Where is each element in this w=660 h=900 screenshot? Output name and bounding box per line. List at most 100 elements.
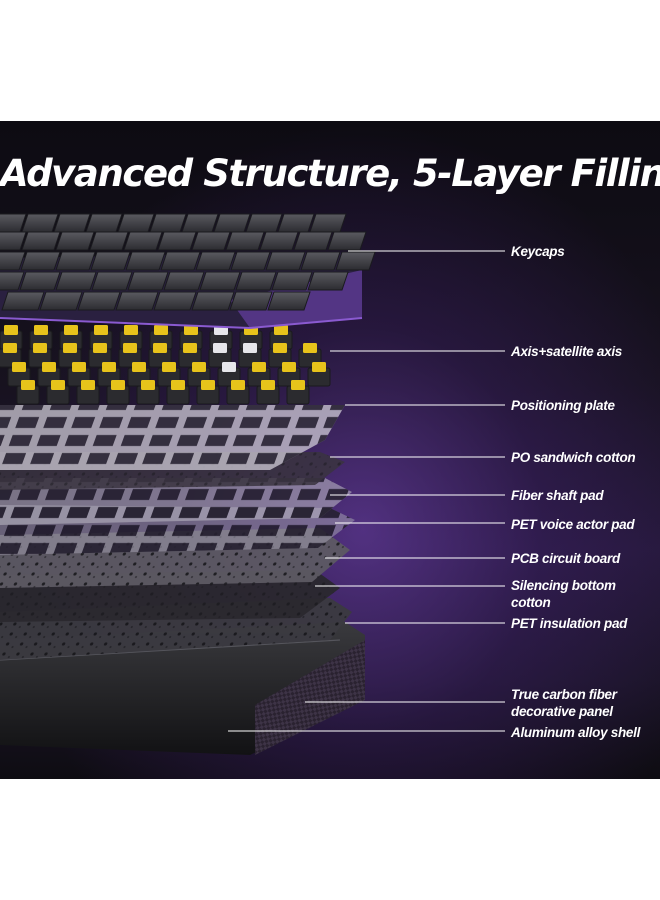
switch-layer	[0, 325, 331, 405]
keycap	[225, 231, 265, 251]
label-aluminum-shell: Aluminum alloy shell	[511, 725, 641, 740]
switch-stem	[72, 362, 86, 372]
switch-stem	[303, 343, 317, 353]
switch-stem	[93, 343, 107, 353]
keycap	[115, 291, 159, 311]
keycap	[127, 271, 169, 291]
switch-stem	[123, 343, 137, 353]
keycap	[309, 213, 347, 233]
keycap	[163, 271, 205, 291]
switch-stem	[132, 362, 146, 372]
switch-stem	[63, 343, 77, 353]
keycap	[181, 213, 219, 233]
keycap	[157, 231, 197, 251]
leader-lines	[228, 250, 505, 732]
keycap	[117, 213, 155, 233]
stabilizer	[213, 343, 227, 353]
keycap	[199, 271, 241, 291]
keycap-layer	[0, 213, 376, 330]
aluminum-shell-layer	[0, 622, 365, 755]
keycap	[0, 251, 26, 271]
switch-stem	[261, 380, 275, 390]
keycap	[19, 271, 61, 291]
keycap	[123, 231, 163, 251]
switch-stem	[184, 325, 198, 335]
keycap	[213, 213, 251, 233]
positioning-plate-layer	[0, 405, 345, 470]
keycap	[271, 271, 313, 291]
keycap	[153, 291, 197, 311]
keycap	[21, 213, 59, 233]
keycap	[267, 291, 311, 311]
carbon-fiber-panel-shape	[255, 640, 365, 755]
switch-stem	[102, 362, 116, 372]
keycap	[149, 213, 187, 233]
switch-stem	[192, 362, 206, 372]
keycap	[21, 231, 61, 251]
switch-stem	[252, 362, 266, 372]
page-title: Advanced Structure, 5-Layer Filling	[0, 152, 660, 195]
switch-stem	[51, 380, 65, 390]
keycap	[195, 251, 236, 271]
label-keycaps: Keycaps	[511, 244, 565, 259]
keycap	[235, 271, 277, 291]
switch-stem	[141, 380, 155, 390]
keycap	[277, 213, 315, 233]
switch-stem	[201, 380, 215, 390]
keycap	[85, 213, 123, 233]
label-po-sandwich-cotton: PO sandwich cotton	[511, 450, 636, 465]
keycap	[0, 213, 27, 233]
keycap	[90, 251, 131, 271]
switch-stem	[4, 325, 18, 335]
label-axis: Axis+satellite axis	[511, 344, 623, 359]
switch-stem	[312, 362, 326, 372]
label-silencing-bottom-cotton: Silencing bottom cotton	[511, 578, 616, 610]
keycap	[1, 291, 45, 311]
keycap	[293, 231, 333, 251]
keycap	[160, 251, 201, 271]
label-pet-insulation-pad: PET insulation pad	[511, 616, 628, 631]
switch-stem	[111, 380, 125, 390]
keycap	[55, 271, 97, 291]
switch-stem	[64, 325, 78, 335]
fiber-shaft-pad-layer	[0, 478, 352, 525]
keycap	[191, 231, 231, 251]
keycap	[307, 271, 349, 291]
label-pcb-circuit-board: PCB circuit board	[511, 551, 620, 566]
keycap	[327, 231, 367, 251]
keycap	[0, 271, 25, 291]
switch-stem	[154, 325, 168, 335]
switch-stem	[34, 325, 48, 335]
label-carbon-fiber-panel: True carbon fiber decorative panel	[511, 687, 617, 719]
keycap	[55, 251, 96, 271]
keycap	[125, 251, 166, 271]
keycap	[77, 291, 121, 311]
keycap	[259, 231, 299, 251]
keycap	[245, 213, 283, 233]
switch-stem	[33, 343, 47, 353]
switch-stem	[12, 362, 26, 372]
keycap	[55, 231, 95, 251]
switch-stem	[94, 325, 108, 335]
switch-stem	[42, 362, 56, 372]
keycap	[53, 213, 91, 233]
keycap	[39, 291, 83, 311]
keycap	[20, 251, 61, 271]
label-positioning-plate: Positioning plate	[511, 398, 615, 413]
stabilizer	[222, 362, 236, 372]
switch-stem	[81, 380, 95, 390]
switch-stem	[274, 325, 288, 335]
keycap	[265, 251, 306, 271]
keycap	[300, 251, 341, 271]
label-fiber-shaft-pad: Fiber shaft pad	[511, 488, 604, 503]
keycap	[89, 231, 129, 251]
switch-stem	[124, 325, 138, 335]
switch-stem	[282, 362, 296, 372]
switch-stem	[231, 380, 245, 390]
keycap	[191, 291, 235, 311]
switch-stem	[291, 380, 305, 390]
switch-stem	[171, 380, 185, 390]
switch-stem	[153, 343, 167, 353]
stabilizer	[243, 343, 257, 353]
